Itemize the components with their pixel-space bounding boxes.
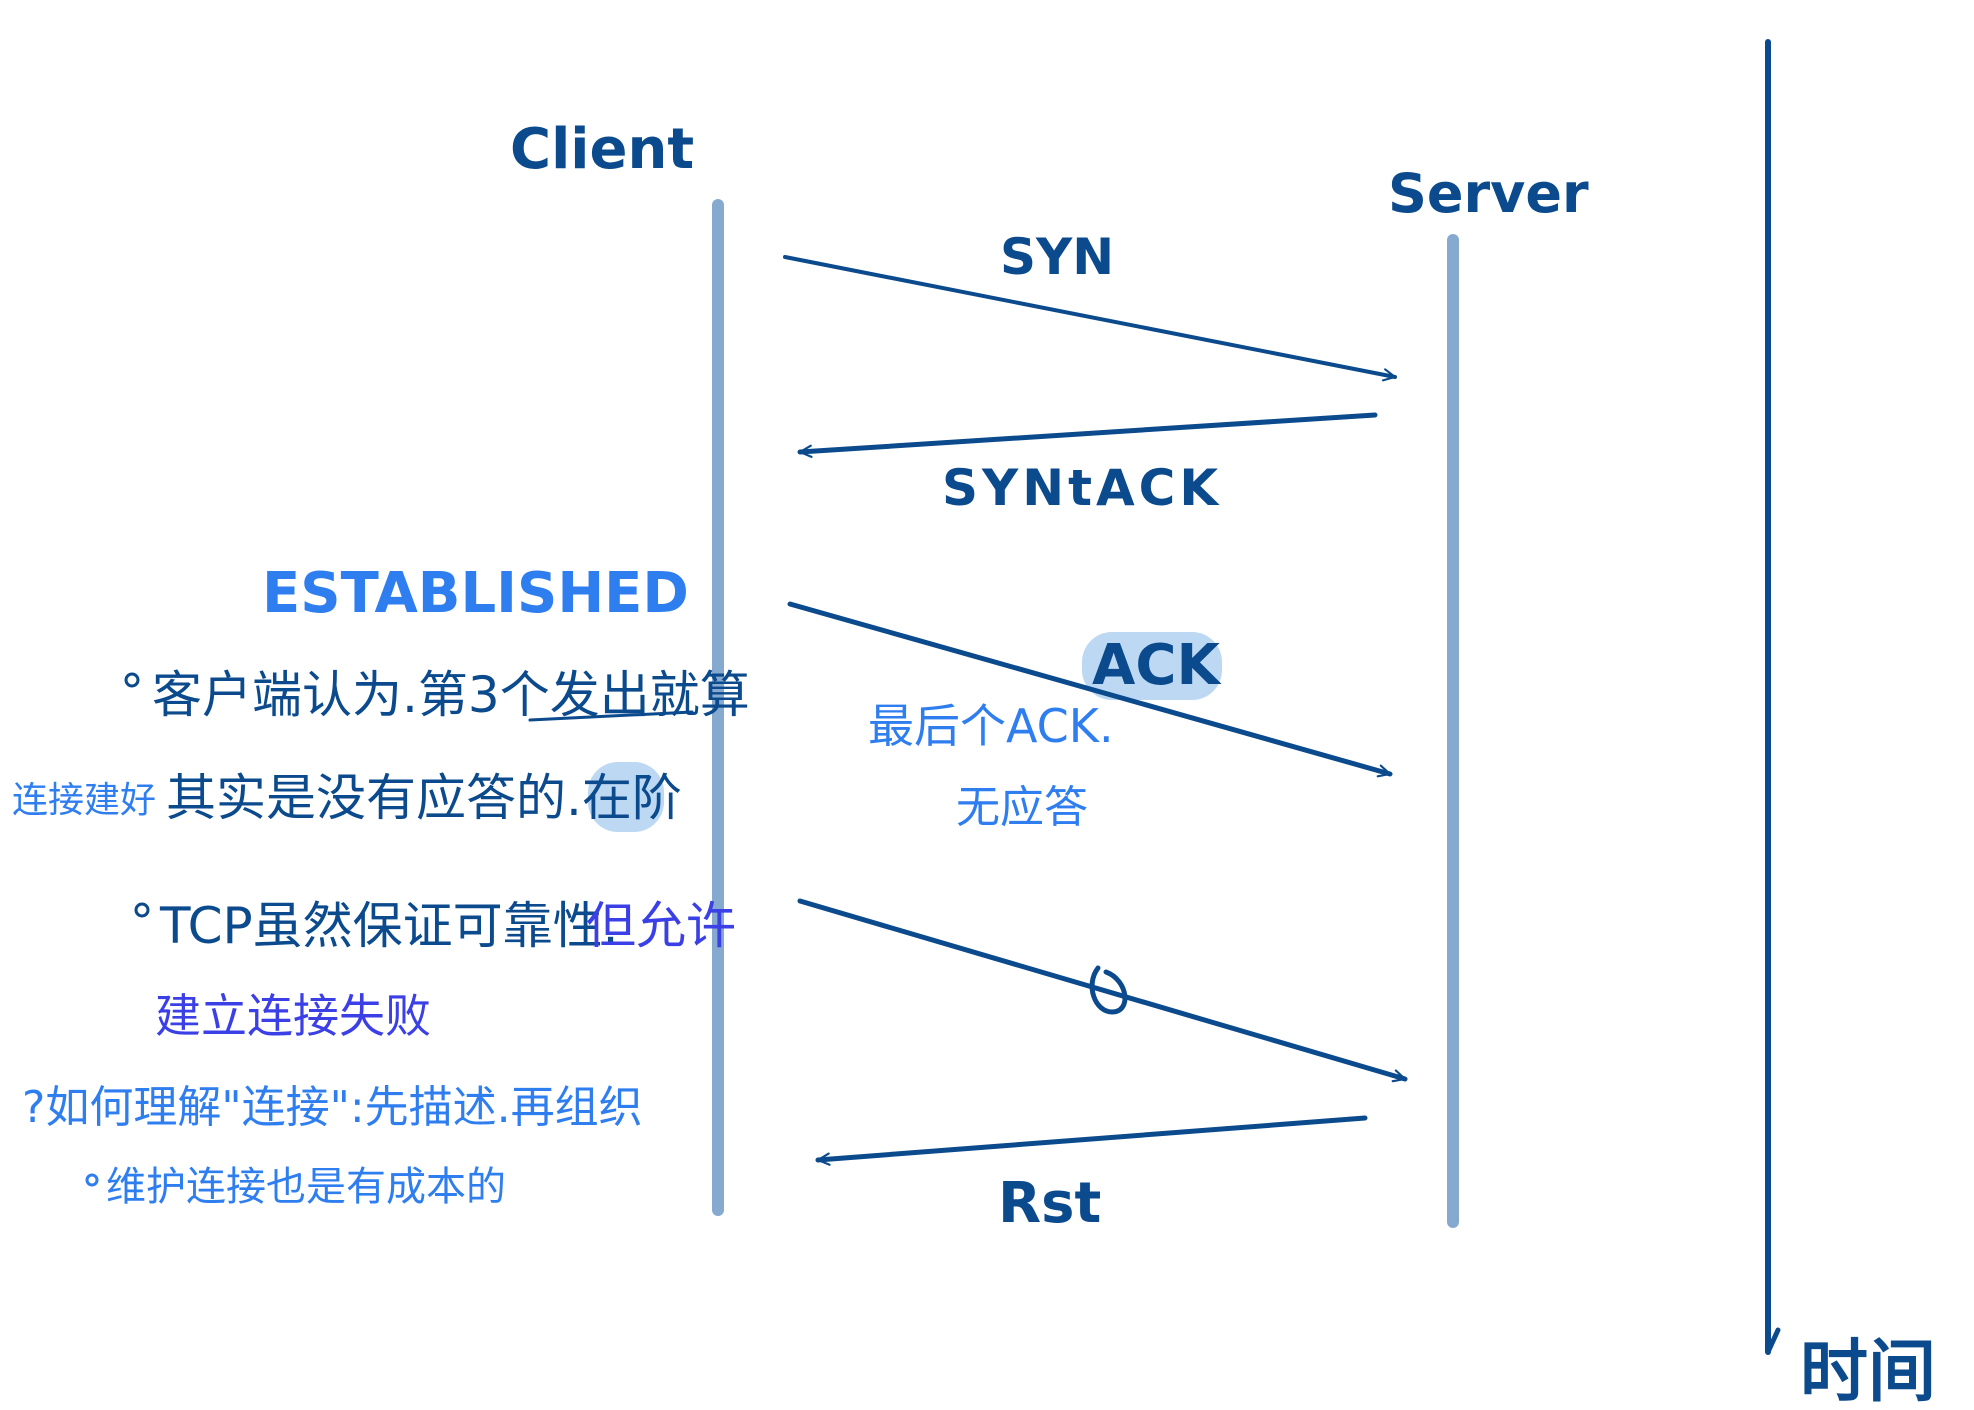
bullet-1-icon xyxy=(124,672,140,688)
client-label: Client xyxy=(510,117,694,182)
note-bullet1-line1: 客户端认为.第3个发出就算 xyxy=(152,666,750,724)
time-axis-label: 时间 xyxy=(1800,1333,1936,1410)
ack-highlight xyxy=(1082,632,1222,700)
ack-arrow xyxy=(787,601,1393,778)
zaijie-highlight xyxy=(588,762,664,832)
bullet-3-icon xyxy=(85,1173,99,1187)
note-bullet1-prefix: 连接建好 xyxy=(12,780,156,821)
loss-loop-icon xyxy=(1089,965,1128,1015)
established-label: ESTABLISHED xyxy=(262,561,689,626)
note-question: ?如何理解"连接":先描述.再组织 xyxy=(22,1082,643,1133)
rst-arrow xyxy=(815,1115,1368,1166)
note-bullet3: 维护连接也是有成本的 xyxy=(106,1164,506,1210)
note-bullet2-line2: 建立连接失败 xyxy=(155,989,431,1043)
note-bullet2-line1: TCP虽然保证可靠性. xyxy=(159,897,619,955)
data-arrow xyxy=(797,898,1408,1083)
syn-arrow xyxy=(783,255,1397,382)
syn-label: SYN xyxy=(1000,228,1114,286)
time-axis-arrow-icon xyxy=(1765,1327,1781,1355)
synack-label: SYNtACK xyxy=(942,459,1222,517)
note-bullet2-highlight: 但允许 xyxy=(586,897,736,955)
synack-arrow xyxy=(797,412,1378,458)
note-bullet1-line2: 其实是没有应答的.在阶 xyxy=(166,769,682,827)
note-last-ack-2: 无应答 xyxy=(956,782,1088,833)
ack-label: ACK xyxy=(1092,633,1222,698)
server-label: Server xyxy=(1388,162,1589,225)
bullet-2-icon xyxy=(134,902,150,918)
underline-mark xyxy=(528,710,694,722)
note-last-ack-1: 最后个ACK. xyxy=(868,699,1114,753)
rst-label: Rst xyxy=(998,1171,1101,1236)
